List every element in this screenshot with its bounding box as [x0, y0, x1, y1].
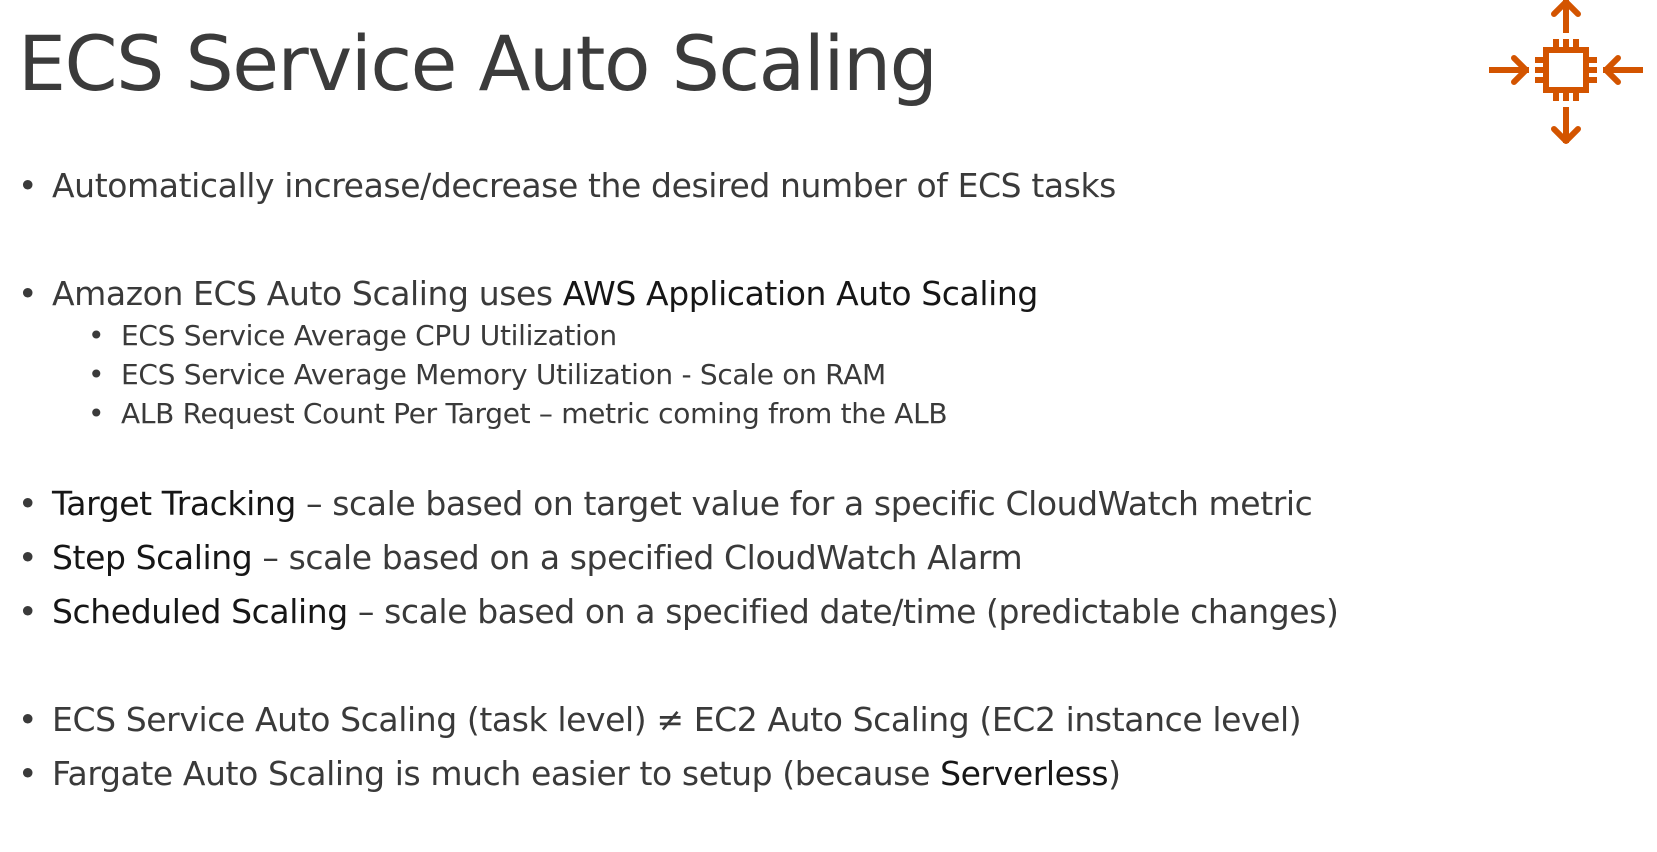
sub-bullet-cpu: • ECS Service Average CPU Utilization: [88, 319, 617, 352]
bullet-dot: •: [88, 319, 105, 352]
bullet-desired-tasks: • Automatically increase/decrease the de…: [18, 166, 1116, 205]
bullet-step-scaling: • Step Scaling – scale based on a specif…: [18, 538, 1023, 577]
bullet-text: ECS Service Auto Scaling (task level) ≠ …: [52, 700, 1302, 739]
bullet-text-suffix: ): [1108, 754, 1121, 793]
bullet-text: ECS Service Average Memory Utilization -…: [121, 358, 886, 391]
bullet-dot: •: [18, 538, 38, 577]
bullet-dot: •: [18, 166, 38, 205]
bullet-strong-term: AWS Application Auto Scaling: [562, 274, 1039, 313]
bullet-text: Fargate Auto Scaling is much easier to s…: [52, 754, 1121, 793]
bullet-application-auto-scaling: • Amazon ECS Auto Scaling uses AWS Appli…: [18, 274, 1038, 313]
bullet-dot: •: [18, 754, 38, 793]
slide-title: ECS Service Auto Scaling: [18, 19, 938, 108]
bullet-dot: •: [88, 358, 105, 391]
bullet-scheduled-scaling: • Scheduled Scaling – scale based on a s…: [18, 592, 1339, 631]
bullet-dot: •: [18, 484, 38, 523]
bullet-text-prefix: Fargate Auto Scaling is much easier to s…: [52, 754, 941, 793]
bullet-text: Target Tracking – scale based on target …: [52, 484, 1313, 523]
bullet-text: Automatically increase/decrease the desi…: [52, 166, 1116, 205]
bullet-text-rest: – scale based on target value for a spec…: [295, 484, 1313, 523]
bullet-dot: •: [18, 274, 38, 313]
bullet-strong-term: Step Scaling: [52, 538, 253, 577]
bullet-fargate: • Fargate Auto Scaling is much easier to…: [18, 754, 1121, 793]
bullet-target-tracking: • Target Tracking – scale based on targe…: [18, 484, 1313, 523]
bullet-dot: •: [88, 397, 105, 430]
bullet-dot: •: [18, 700, 38, 739]
bullet-strong-term: Target Tracking: [52, 484, 296, 523]
sub-bullet-alb-requests: • ALB Request Count Per Target – metric …: [88, 397, 948, 430]
bullet-text: ALB Request Count Per Target – metric co…: [121, 397, 948, 430]
bullet-text: Step Scaling – scale based on a specifie…: [52, 538, 1023, 577]
bullet-text-rest: – scale based on a specified date/time (…: [347, 592, 1339, 631]
bullet-task-vs-instance: • ECS Service Auto Scaling (task level) …: [18, 700, 1302, 739]
bullet-text-prefix: Amazon ECS Auto Scaling uses: [52, 274, 563, 313]
bullet-text: ECS Service Average CPU Utilization: [121, 319, 617, 352]
bullet-text: Amazon ECS Auto Scaling uses AWS Applica…: [52, 274, 1038, 313]
sub-bullet-memory: • ECS Service Average Memory Utilization…: [88, 358, 886, 391]
auto-scaling-icon: [1489, 0, 1643, 144]
bullet-dot: •: [18, 592, 38, 631]
bullet-strong-term: Scheduled Scaling: [52, 592, 348, 631]
bullet-text-rest: – scale based on a specified CloudWatch …: [252, 538, 1023, 577]
bullet-strong-term: Serverless: [940, 754, 1109, 793]
bullet-text: Scheduled Scaling – scale based on a spe…: [52, 592, 1339, 631]
